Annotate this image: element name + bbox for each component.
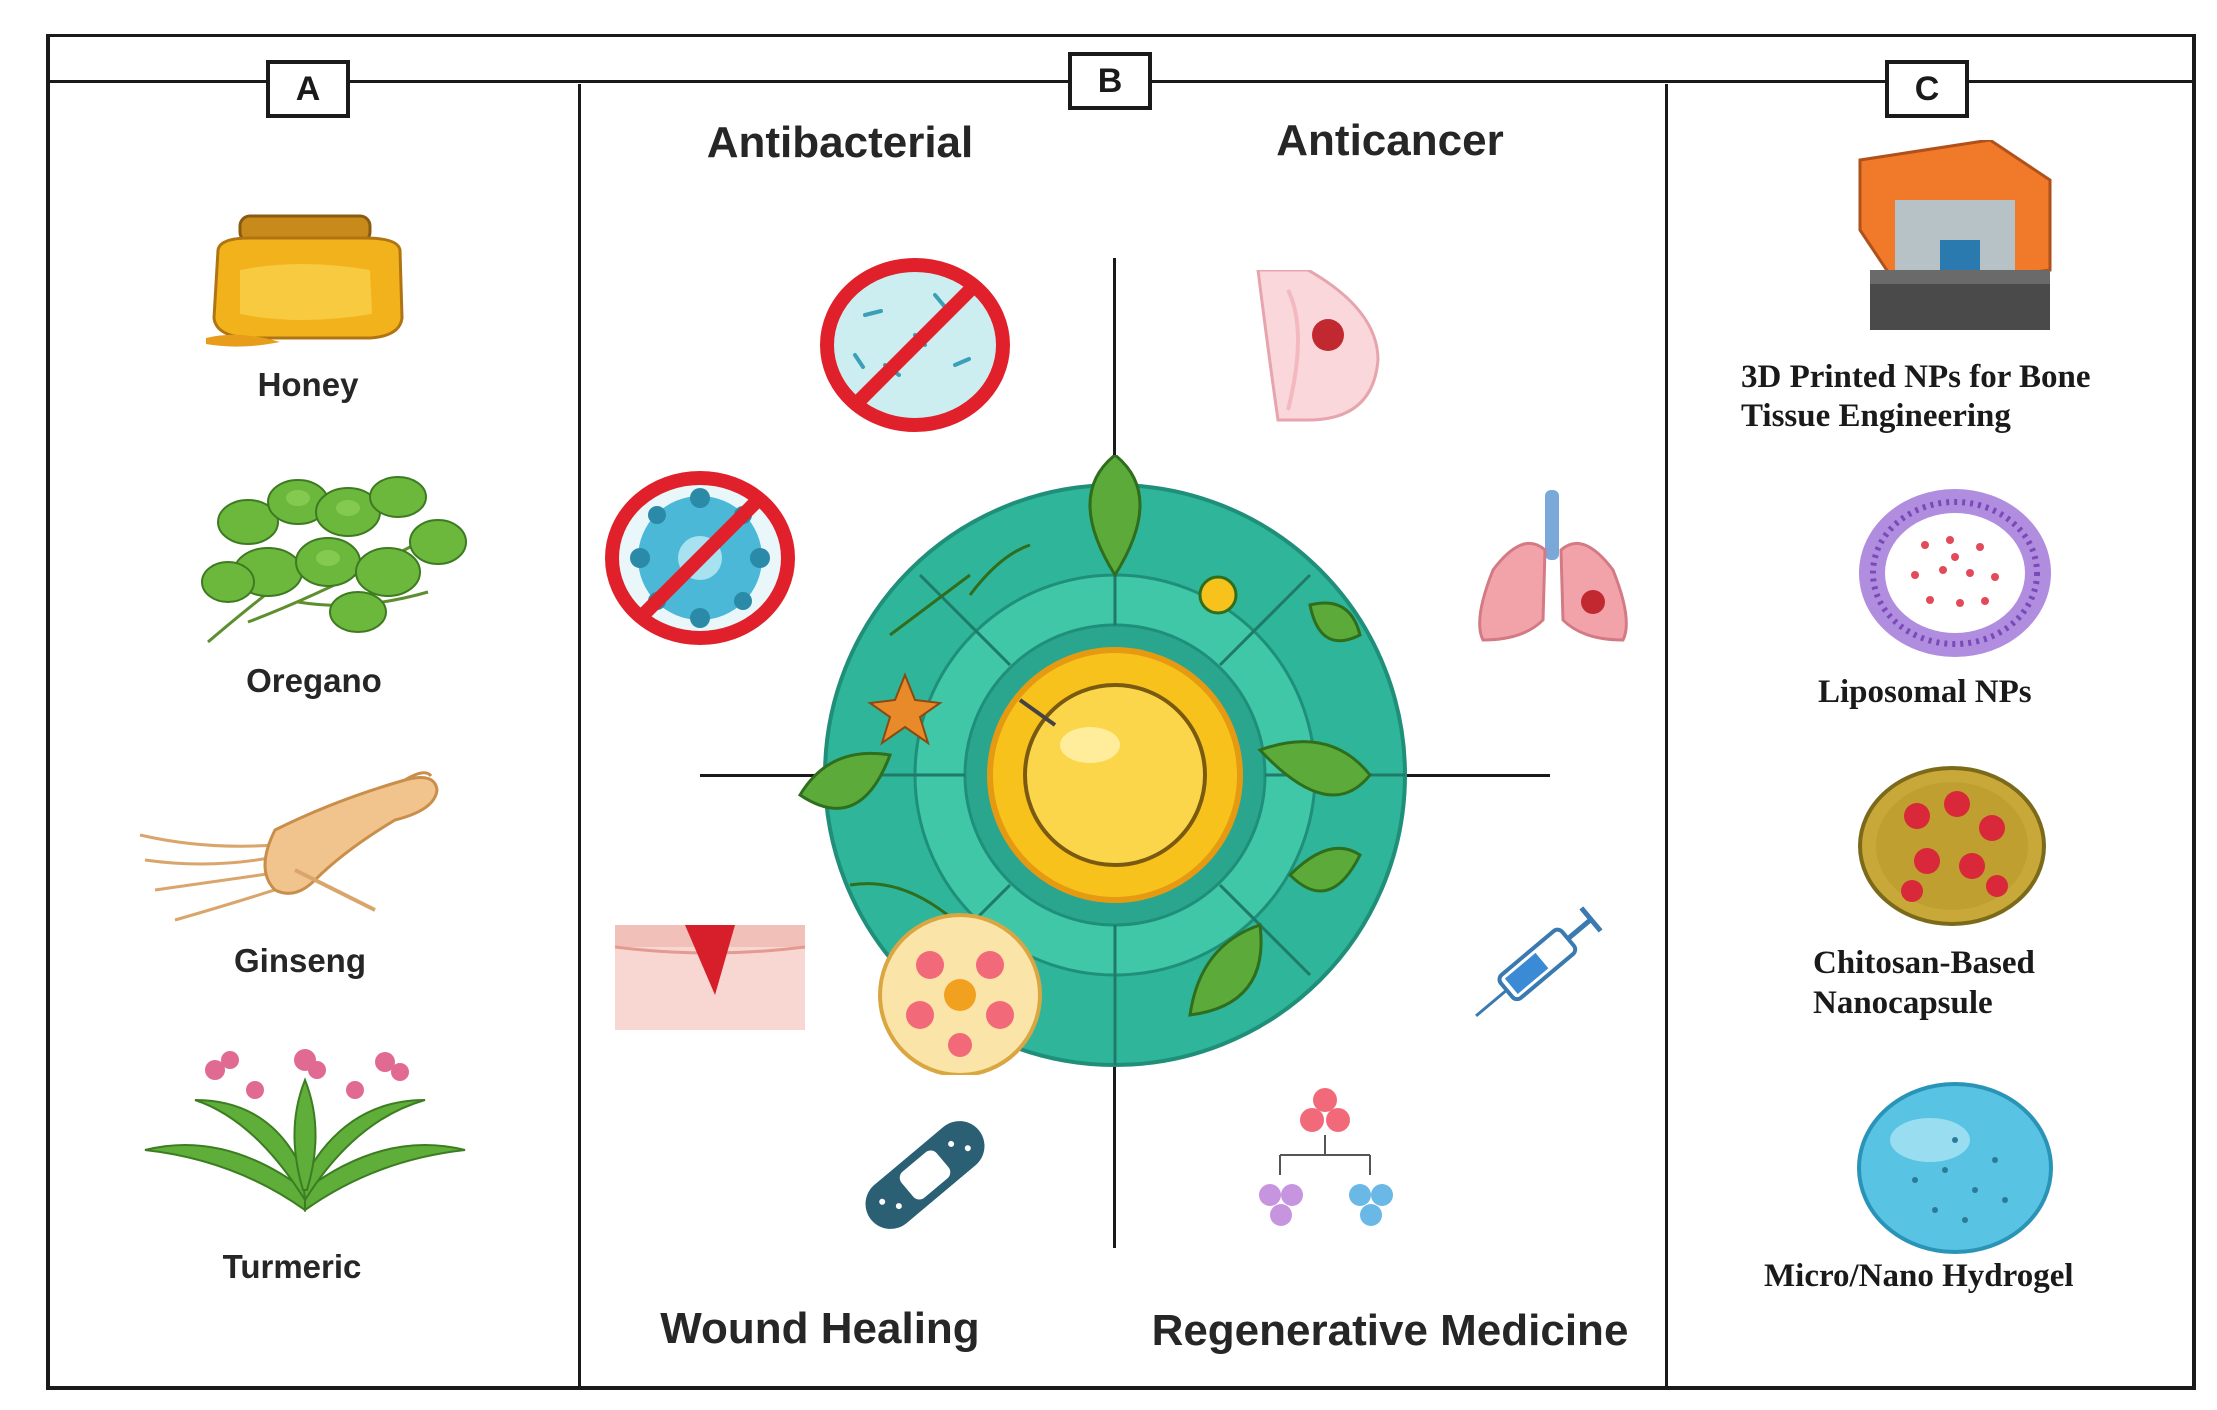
no-bacteria-icon [815,255,1015,435]
herbal-wheel-icon [770,455,1460,1075]
nano-label-chitosan-line1: Chitosan-Based [1813,945,2035,981]
hydrogel-icon [1855,1080,2055,1255]
oregano-icon [188,462,468,652]
skin-wound-icon [615,925,805,1030]
lungs-tumor-icon [1473,490,1633,650]
syringe-icon [1465,888,1625,1028]
liposome-icon [1855,485,2055,660]
nano-label-3d-printed-line2: Tissue Engineering [1741,398,2011,434]
quadrant-regenerative-medicine-title: Regenerative Medicine [1151,1306,1629,1355]
panel-a-tag: A [266,60,350,118]
herb-label-turmeric: Turmeric [222,1248,362,1285]
panel-c-tag: C [1885,60,1969,118]
nano-label-3d-printed-line1: 3D Printed NPs for Bone [1741,359,2091,395]
nanocapsule-icon [1857,766,2047,926]
nano-label-hydrogel: Micro/Nano Hydrogel [1764,1258,2074,1294]
ginseng-root-icon [135,760,455,930]
divider-b-c [1665,84,1668,1390]
stem-cells-icon [1240,1085,1410,1245]
herb-label-ginseng: Ginseng [233,942,367,979]
quadrant-anticancer-title: Anticancer [1276,116,1504,165]
herb-label-oregano: Oregano [246,662,382,699]
quadrant-antibacterial-title: Antibacterial [706,118,974,167]
honey-jar-icon [200,210,415,350]
quadrant-wound-healing-title: Wound Healing [660,1304,980,1353]
bandage-icon [850,1110,1000,1240]
panel-b-tag: B [1068,52,1152,110]
3d-printer-icon [1840,140,2055,340]
no-virus-icon [600,468,800,648]
divider-a-b [578,84,581,1390]
nano-label-liposomal: Liposomal NPs [1818,674,2032,710]
herb-label-honey: Honey [257,366,359,403]
breast-tumor-icon [1248,270,1388,430]
turmeric-plant-icon [135,1040,475,1220]
nano-label-chitosan-line2: Nanocapsule [1813,985,1993,1021]
